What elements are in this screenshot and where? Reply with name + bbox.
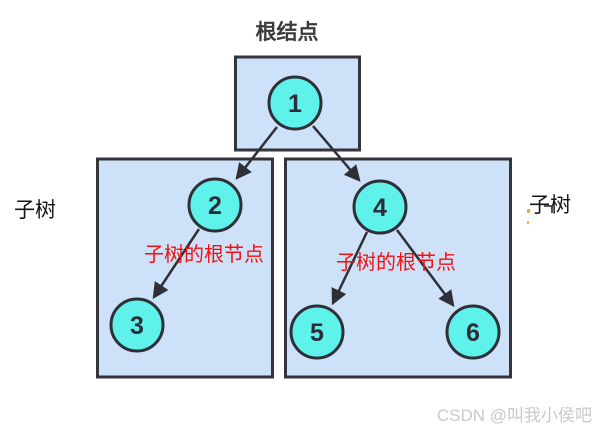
edge-4-6 bbox=[395, 229, 455, 307]
node-1-circle bbox=[267, 75, 323, 131]
right-subtree-root-note: 子树的根节点 bbox=[336, 252, 456, 274]
node-1-label: 1 bbox=[288, 90, 302, 118]
node-4-circle bbox=[352, 179, 408, 235]
edge-4-5 bbox=[331, 231, 369, 306]
node-5-label: 5 bbox=[310, 319, 324, 347]
node-3-circle bbox=[109, 297, 165, 353]
right-subtree-label: 子树 bbox=[529, 194, 571, 217]
node-5-circle bbox=[289, 304, 345, 360]
left-subtree-label: 子树 bbox=[14, 199, 56, 222]
node-2-label: 2 bbox=[208, 192, 222, 220]
node-6-label: 6 bbox=[466, 319, 480, 347]
csdn-watermark: CSDN @叫我小侯吧 bbox=[436, 406, 592, 425]
edge-1-4 bbox=[312, 125, 361, 182]
stray-orange-dot bbox=[527, 209, 530, 213]
node-3-label: 3 bbox=[130, 312, 144, 340]
stray-orange-dot bbox=[527, 221, 529, 224]
edge-2-3 bbox=[152, 228, 201, 300]
edge-1-2 bbox=[235, 126, 278, 180]
node-2-circle bbox=[187, 177, 243, 233]
stray-corner-mark bbox=[544, 205, 553, 213]
root-node-title: 根结点 bbox=[255, 21, 319, 44]
node-6-circle bbox=[445, 304, 501, 360]
left-subtree-root-note: 子树的根节点 bbox=[144, 244, 264, 266]
node-4-label: 4 bbox=[373, 194, 387, 222]
